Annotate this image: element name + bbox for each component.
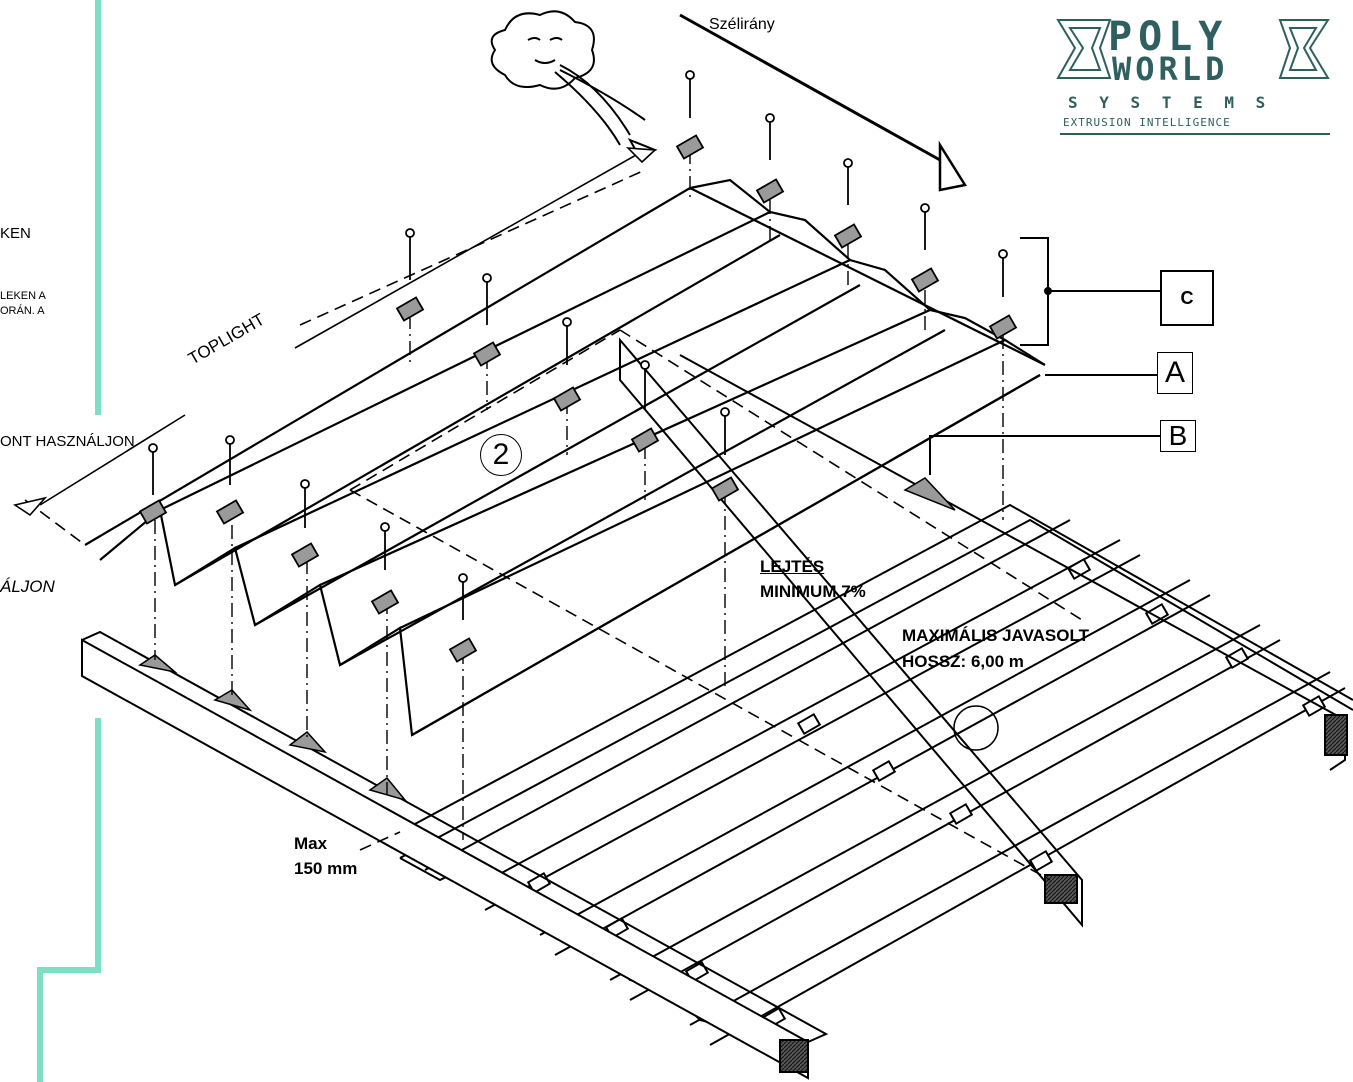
callout-c: C — [1160, 270, 1214, 326]
callout-leaders — [929, 374, 1160, 475]
wind-direction-label: Szélirány — [709, 16, 775, 33]
fixing-washer — [948, 802, 974, 826]
fixing-washer — [1028, 849, 1054, 873]
toplight-dimension-line — [13, 147, 657, 517]
left-text-fragment: ONT HASZNÁLJON — [0, 433, 135, 450]
teal-frame — [37, 0, 101, 1082]
left-text-fragment: ÁLJON — [0, 577, 55, 596]
screw — [472, 273, 502, 367]
purlin-front — [81, 630, 829, 1080]
slope-title: LEJTÉS — [760, 557, 825, 576]
screw — [395, 228, 425, 322]
dashed-guides — [24, 169, 1083, 881]
logo-line-2: WORLD — [1112, 50, 1229, 88]
screw — [138, 443, 168, 525]
screw — [448, 573, 478, 663]
screw — [552, 317, 582, 412]
purlin-end-hatch — [779, 1039, 809, 1073]
logo-line-4: EXTRUSION INTELLIGENCE — [1063, 116, 1231, 129]
logo-line-1: POLY — [1108, 14, 1229, 60]
screw — [290, 479, 320, 568]
left-text-fragment: ORÁN. A — [0, 305, 45, 317]
fixing-washer — [871, 759, 897, 783]
fixing-washer — [796, 712, 822, 736]
logo-line-3: S Y S T E M S — [1068, 93, 1272, 112]
polyworld-logo — [1055, 12, 1331, 136]
max-length-line-2: HOSSZ: 6,00 m — [902, 652, 1024, 671]
step-number-badge: 2 — [480, 434, 522, 476]
screw — [833, 158, 863, 249]
left-text-fragment: KEN — [0, 225, 31, 242]
callout-a: A — [1157, 352, 1193, 394]
screw — [988, 249, 1018, 340]
max-length-line-1: MAXIMÁLIS JAVASOLT — [902, 626, 1089, 645]
fixing-axis-lines — [154, 150, 1004, 840]
slope-value: MINIMUM 7% — [760, 582, 866, 601]
screw-assemblies — [138, 70, 1018, 663]
fixing-washer — [1066, 557, 1092, 581]
purlin-end-hatch — [1324, 714, 1348, 756]
lower-sheet — [399, 503, 1353, 1061]
purlin-end-hatch — [1044, 874, 1078, 904]
wind-cloud-icon — [490, 10, 658, 160]
left-text-fragment: LEKEN A — [0, 290, 46, 302]
toplight-sheet — [84, 178, 1046, 737]
overlap-line-1: Max — [294, 834, 328, 853]
screw — [215, 435, 245, 525]
callout-b: B — [1160, 420, 1196, 452]
screw — [675, 70, 705, 160]
detail-circle — [953, 705, 999, 751]
callout-c-bracket — [1020, 237, 1160, 346]
screw — [370, 522, 400, 615]
screw — [910, 203, 940, 293]
overlap-line-2: 150 mm — [294, 859, 358, 878]
screw — [710, 407, 740, 502]
screw — [755, 113, 785, 204]
wind-direction-arrow — [679, 13, 968, 192]
screw — [630, 360, 660, 453]
